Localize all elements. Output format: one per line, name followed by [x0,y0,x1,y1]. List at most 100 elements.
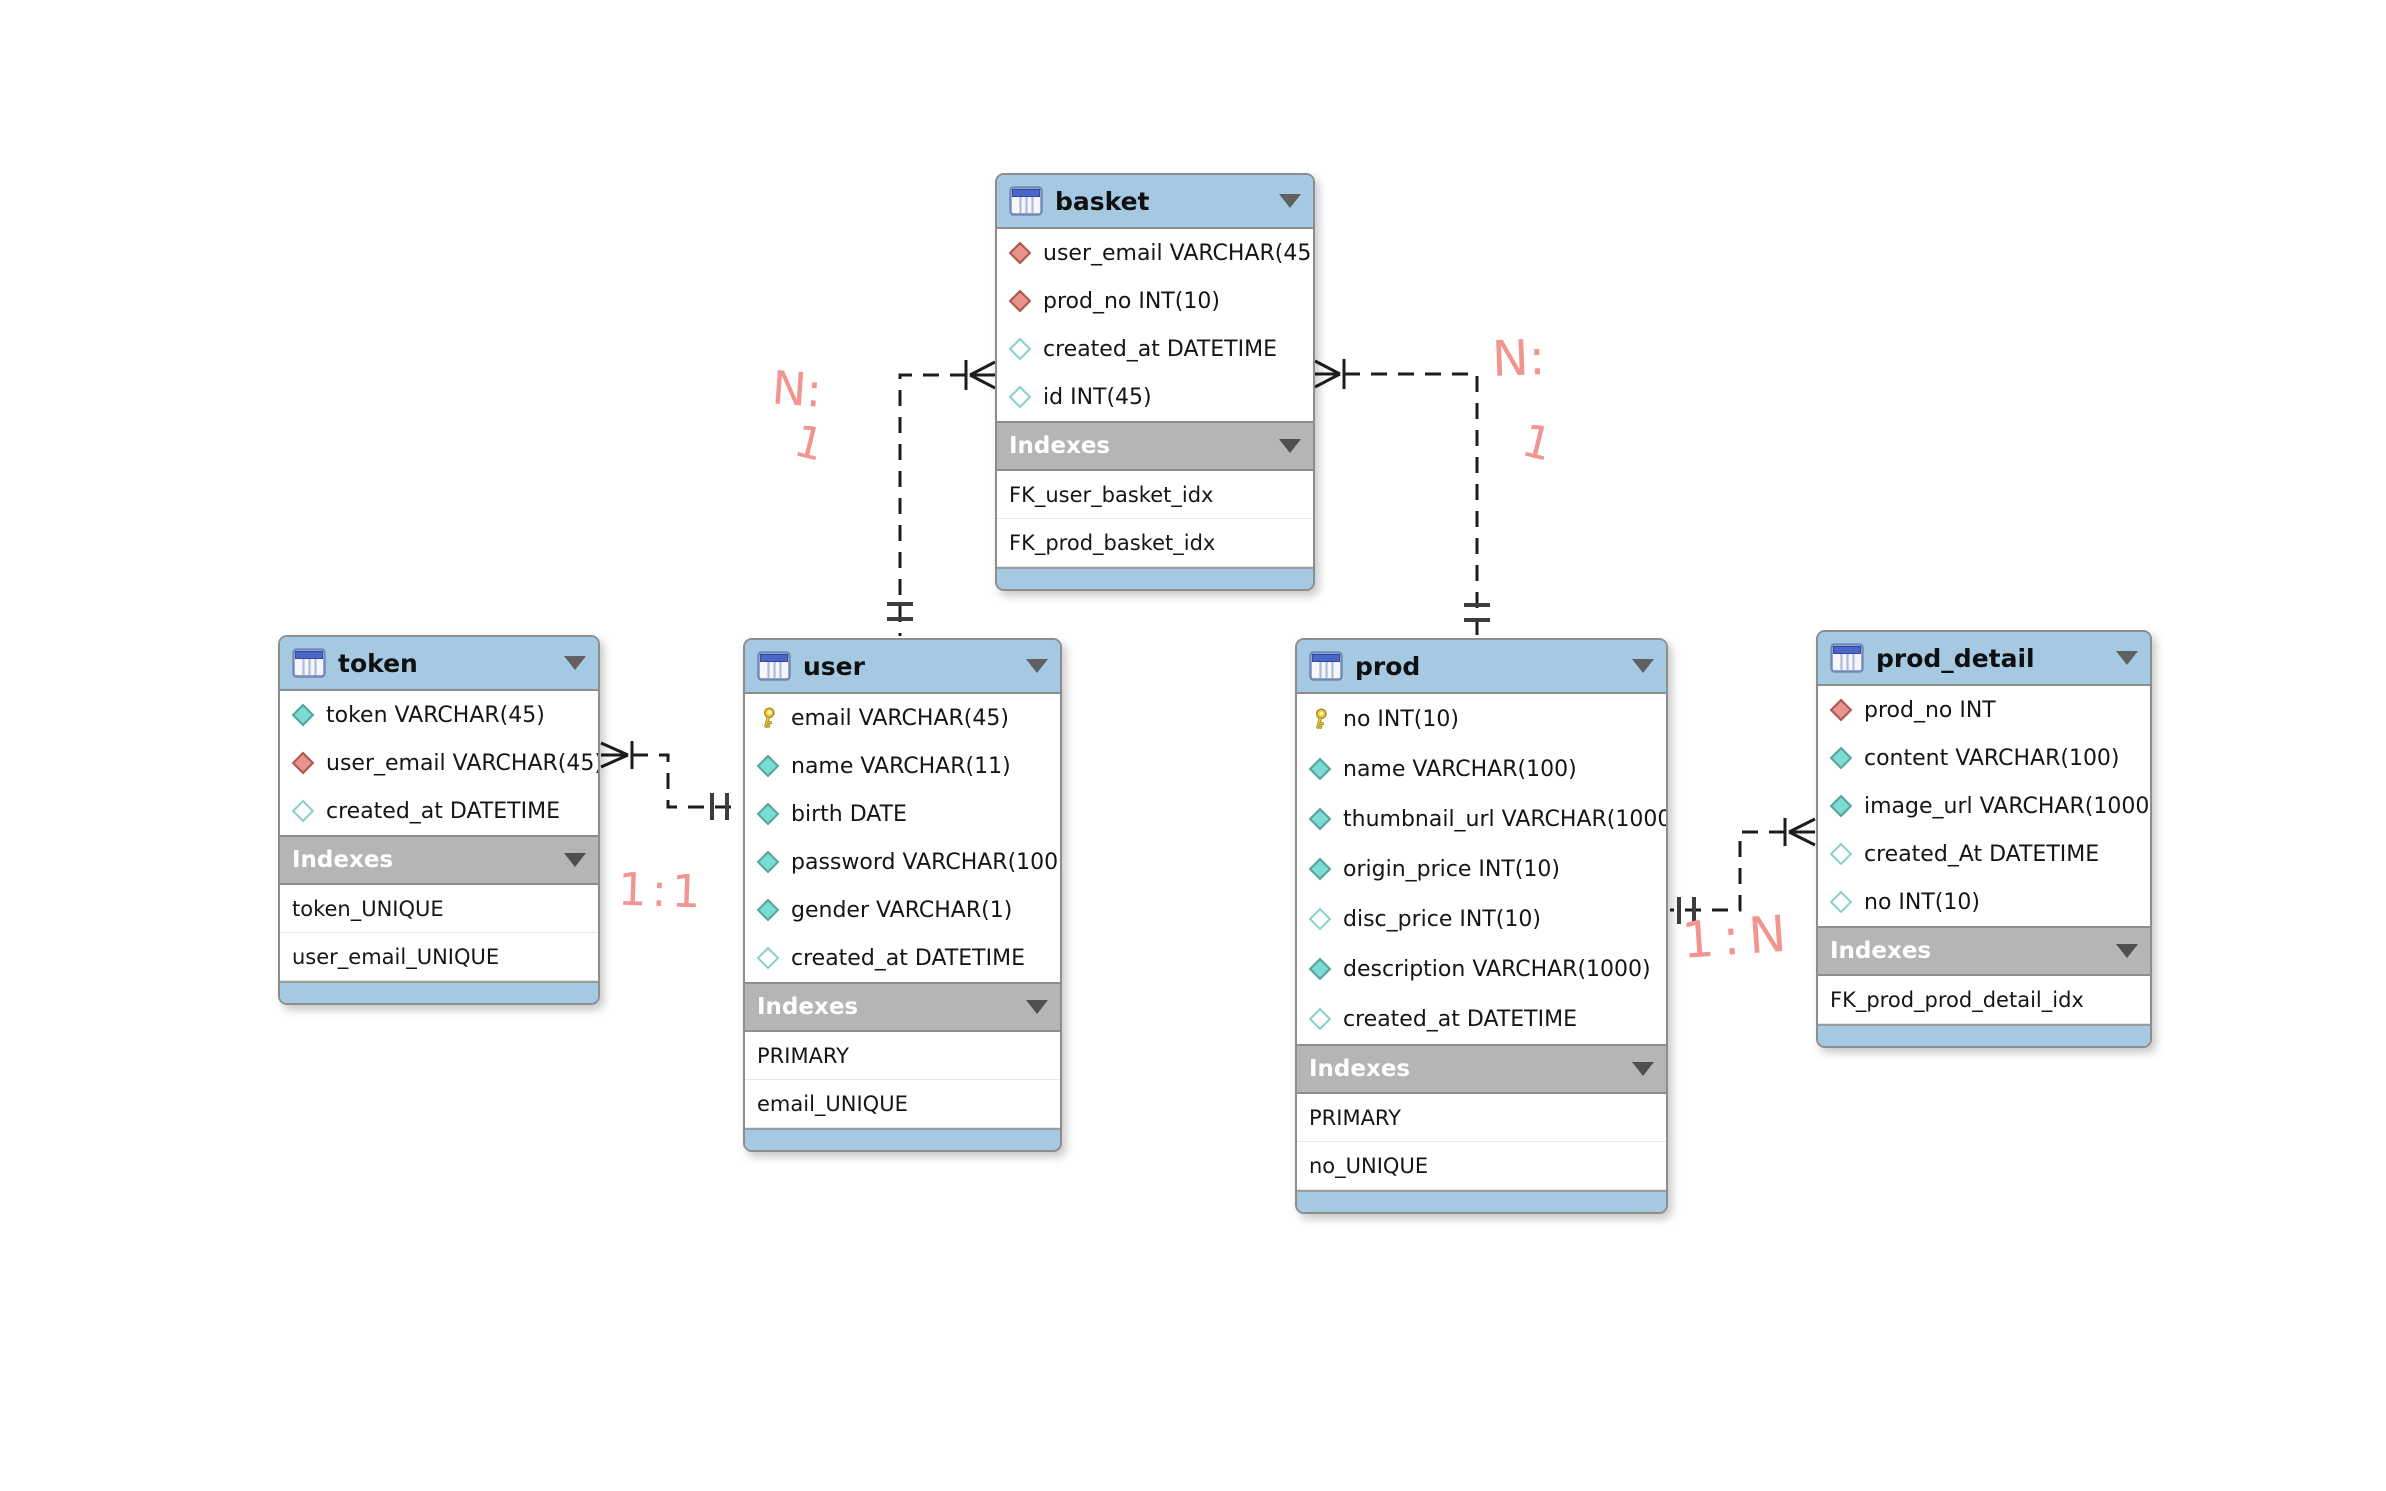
index-row[interactable]: PRIMARY [1297,1094,1666,1142]
column-icon-box [753,751,783,781]
table-footer [1818,1024,2150,1046]
relationship-token-user[interactable] [600,741,741,820]
collapse-caret-icon[interactable] [2116,944,2138,958]
index-row[interactable]: no_UNIQUE [1297,1142,1666,1190]
not-null-diamond-icon [1829,794,1853,818]
index-row[interactable]: PRIMARY [745,1032,1060,1080]
column-type: INT(10) [1898,889,1980,915]
column-icon-box [288,700,318,730]
nullable-diamond-icon [1308,1007,1332,1031]
column-name: disc_price [1343,906,1453,932]
indexes-header[interactable]: Indexes [280,835,598,885]
collapse-caret-icon[interactable] [1279,194,1301,208]
index-row[interactable]: FK_prod_basket_idx [997,519,1313,567]
column-icon-box [288,796,318,826]
relationship-basket-user[interactable] [887,360,996,636]
index-row[interactable]: FK_prod_prod_detail_idx [1818,976,2150,1024]
not-null-diamond-icon [1308,757,1332,781]
table-header[interactable]: prod [1297,640,1666,694]
not-null-diamond-icon [291,703,315,727]
column-name: created_at [326,798,443,824]
column-name: name [1343,756,1406,782]
column-type: VARCHAR(45) [858,705,1009,731]
table-header[interactable]: basket [997,175,1313,229]
column-name: created_At [1864,841,1983,867]
table-icon [1830,643,1864,673]
ink-cardinality-token-user: 1:1 [617,862,707,919]
column-icon-box [1305,754,1335,784]
index-row[interactable]: user_email_UNIQUE [280,933,598,981]
column-icon-box [753,799,783,829]
column-name: content [1864,745,1949,771]
index-row[interactable]: FK_user_basket_idx [997,471,1313,519]
relationship-prod-prod_detail[interactable] [1670,817,1816,924]
indexes-header[interactable]: Indexes [745,982,1060,1032]
column-name: no [1864,889,1892,915]
column-name: user_email [326,750,446,776]
index-row[interactable]: token_UNIQUE [280,885,598,933]
collapse-caret-icon[interactable] [1632,659,1654,673]
column-icon-box [753,943,783,973]
indexes-header[interactable]: Indexes [1297,1044,1666,1094]
primary-key-icon [763,707,775,728]
collapse-caret-icon[interactable] [1632,1062,1654,1076]
column-type: VARCHAR(1000) [1472,956,1651,982]
indexes-header[interactable]: Indexes [997,421,1313,471]
indexes-header[interactable]: Indexes [1818,926,2150,976]
column-type: INT(10) [1377,706,1459,732]
column-name: description [1343,956,1466,982]
relationship-basket-prod[interactable] [1314,359,1490,636]
table-header[interactable]: user [745,640,1060,694]
not-null-diamond-icon [756,898,780,922]
column-name: created_at [1343,1006,1460,1032]
not-null-diamond-icon [1308,857,1332,881]
table-header[interactable]: token [280,637,598,691]
collapse-caret-icon[interactable] [1026,1000,1048,1014]
table-icon [1309,651,1343,681]
column-icon-box [753,847,783,877]
collapse-caret-icon[interactable] [2116,651,2138,665]
column-name: prod_no [1864,697,1953,723]
foreign-key-diamond-icon [1829,698,1853,722]
column-type: DATETIME [914,945,1025,971]
table-header[interactable]: prod_detail [1818,632,2150,686]
collapse-caret-icon[interactable] [564,853,586,867]
index-row[interactable]: email_UNIQUE [745,1080,1060,1128]
collapse-caret-icon[interactable] [1026,659,1048,673]
collapse-caret-icon[interactable] [1279,439,1301,453]
collapse-caret-icon[interactable] [564,656,586,670]
